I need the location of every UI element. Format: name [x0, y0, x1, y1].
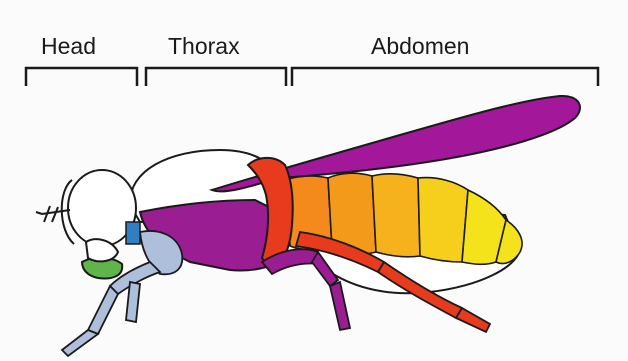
antenna — [36, 206, 70, 222]
front-legs — [62, 231, 182, 356]
neck-blue — [126, 222, 140, 244]
abdomen-bracket — [292, 68, 598, 86]
front-leg-tarsus — [62, 330, 98, 356]
front-leg-tibia-1 — [88, 286, 118, 334]
thorax-bracket — [146, 68, 286, 86]
region-brackets — [26, 68, 598, 86]
abdomen-segment-3 — [372, 174, 420, 257]
head-bracket — [26, 68, 137, 86]
abdomen-segment-4 — [418, 178, 468, 262]
